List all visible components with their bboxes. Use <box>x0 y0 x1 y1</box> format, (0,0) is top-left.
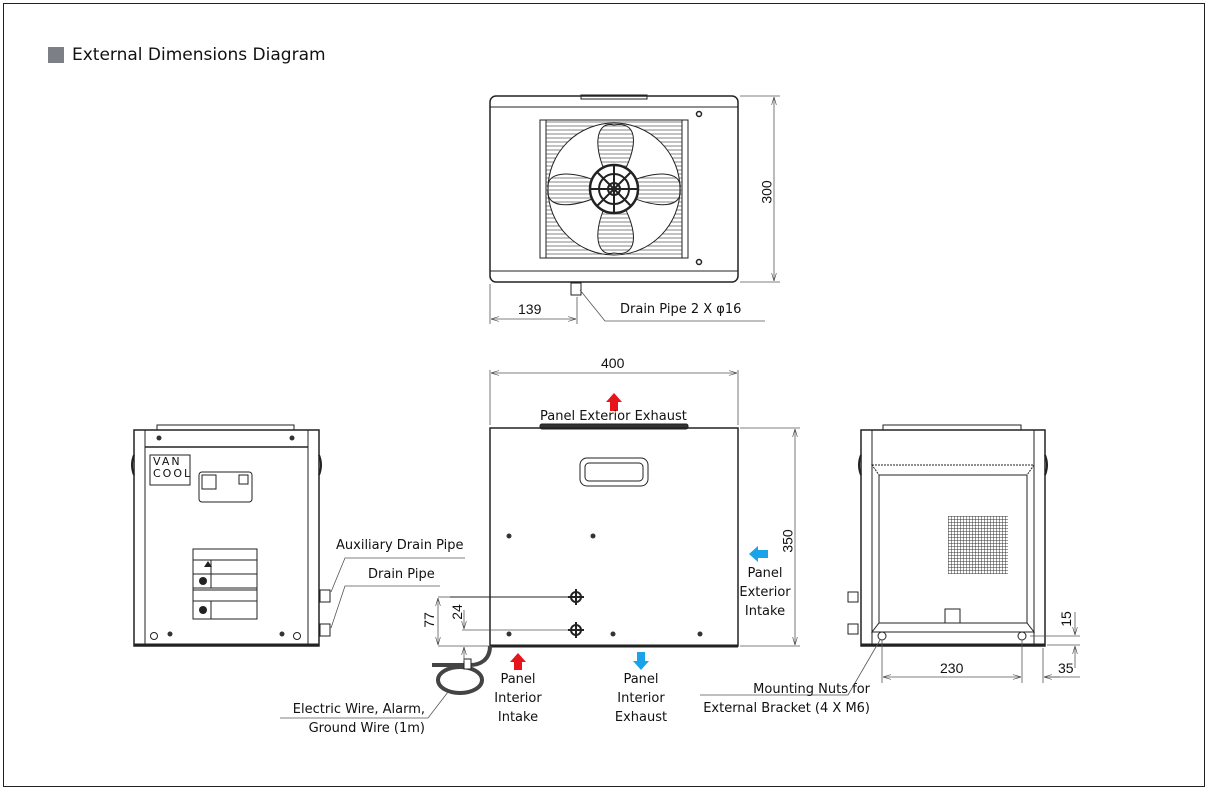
right-side-dimensions <box>700 612 1080 696</box>
line: External Bracket (4 X M6) <box>703 701 870 716</box>
label-panel-interior-intake: Panel Interior Intake <box>490 670 546 727</box>
line: Intake <box>744 604 786 619</box>
label-panel-exterior-intake: Panel Exterior Intake <box>737 564 793 621</box>
label-mounting-nuts: Mounting Nuts for External Bracket (4 X … <box>700 680 870 718</box>
dim-top-height: 300 <box>758 180 775 204</box>
line: Electric Wire, Alarm, <box>292 702 425 717</box>
exterior-intake-arrow <box>749 546 768 562</box>
line: Intake <box>497 710 539 725</box>
label-panel-interior-exhaust: Panel Interior Exhaust <box>611 670 671 727</box>
front-view-dimensions <box>280 370 800 719</box>
line: Exterior <box>739 585 791 600</box>
airflow-arrows <box>510 393 768 670</box>
dim-front-height: 350 <box>779 529 796 553</box>
dim-top-offset: 139 <box>518 301 542 317</box>
section-title: External Dimensions Diagram <box>48 45 326 65</box>
exterior-exhaust-arrow <box>606 393 622 411</box>
label-electric-wire: Electric Wire, Alarm, Ground Wire (1m) <box>280 700 425 738</box>
brand-line1: VAN <box>153 455 182 468</box>
line: Panel <box>747 566 783 581</box>
interior-exhaust-arrow <box>633 652 649 670</box>
diagram-frame <box>3 3 1205 787</box>
dim-pipe-77: 77 <box>420 612 437 628</box>
top-view-dimensions <box>489 95 780 324</box>
label-drain-pipe: Drain Pipe <box>368 567 435 582</box>
line: Ground Wire (1m) <box>308 721 425 736</box>
line: Interior <box>617 691 665 706</box>
line: Panel <box>500 672 536 687</box>
title-bullet-icon <box>48 47 64 63</box>
interior-intake-arrow <box>510 653 526 670</box>
brand-line2: COOL <box>153 467 193 480</box>
left-side-leaders <box>330 557 465 629</box>
label-drain-pipe-top: Drain Pipe 2 X φ16 <box>620 302 742 317</box>
dim-bracket-15: 15 <box>1057 611 1074 627</box>
brand-logo: VAN COOL <box>153 456 192 480</box>
line: Panel <box>623 672 659 687</box>
line: Mounting Nuts for <box>753 682 870 697</box>
dim-front-width: 400 <box>601 355 625 371</box>
top-view <box>489 94 739 296</box>
dim-bracket-edge: 35 <box>1058 660 1074 676</box>
label-auxiliary-drain-pipe: Auxiliary Drain Pipe <box>336 538 464 553</box>
line: Interior <box>494 691 542 706</box>
title-text: External Dimensions Diagram <box>72 45 326 65</box>
line: Exhaust <box>614 710 668 725</box>
front-view <box>432 423 739 695</box>
left-side-view <box>131 424 331 647</box>
right-side-view <box>847 424 1048 647</box>
dim-bracket-spacing: 230 <box>940 660 964 676</box>
label-panel-exterior-exhaust: Panel Exterior Exhaust <box>540 409 687 424</box>
dim-pipe-24: 24 <box>448 604 465 620</box>
